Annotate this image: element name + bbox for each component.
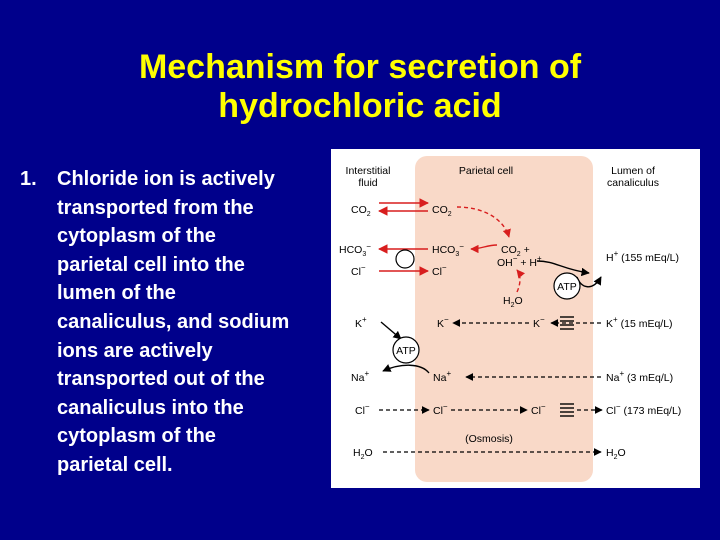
list-line: parietal cell into the (57, 251, 372, 280)
label-atp-basolateral: ATP (396, 345, 416, 357)
label-cl2-interstitial: Cl− (355, 402, 370, 417)
label-atp-apical: ATP (557, 281, 577, 293)
label-co2-interstitial: CO2 (351, 204, 371, 218)
hcl-secretion-diagram: Interstitial fluid Parietal cell Lumen o… (331, 149, 700, 488)
list-line: ions are actively (57, 337, 372, 366)
exchanger-carrier-icon (396, 250, 414, 268)
list-line: parietal cell. (57, 451, 372, 480)
label-k-lumen: K+ (15 mEq/L) (606, 315, 673, 330)
label-reaction-line2: OH− + H+ (497, 254, 542, 269)
list-line: canaliculus, and sodium (57, 308, 372, 337)
list-line: transported from the (57, 194, 372, 223)
label-na-interstitial: Na+ (351, 369, 369, 384)
list-line: Chloride ion is actively (57, 165, 372, 194)
numbered-list-item: 1. Chloride ion is actively transported … (20, 165, 335, 480)
label-h2o-lumen: H2O (606, 447, 626, 461)
label-cl-interstitial: Cl− (351, 263, 366, 278)
list-number: 1. (20, 165, 37, 194)
list-line: lumen of the (57, 279, 372, 308)
label-h-lumen: H+ (155 mEq/L) (606, 249, 679, 264)
header-lumen-line1: Lumen of (611, 165, 655, 177)
label-hco3-interstitial: HCO3− (339, 242, 371, 258)
header-interstitial-line2: fluid (358, 177, 377, 189)
arrow-k-to-atpase (381, 322, 401, 339)
list-line: transported out of the (57, 365, 372, 394)
diagram-svg: Interstitial fluid Parietal cell Lumen o… (331, 149, 700, 488)
list-line: cytoplasm of the (57, 422, 372, 451)
label-osmosis: (Osmosis) (465, 433, 513, 445)
list-line: canaliculus into the (57, 394, 372, 423)
title-line-1: Mechanism for secretion of (0, 48, 720, 87)
label-h2o-interstitial: H2O (353, 447, 373, 461)
slide-title: Mechanism for secretion of hydrochloric … (0, 48, 720, 126)
title-line-2: hydrochloric acid (0, 87, 720, 126)
list-line: cytoplasm of the (57, 222, 372, 251)
header-parietal-cell: Parietal cell (459, 165, 513, 177)
header-interstitial-line1: Interstitial (346, 165, 391, 177)
label-cl-lumen: Cl− (173 mEq/L) (606, 402, 681, 417)
label-k-interstitial: K+ (355, 315, 367, 330)
label-na-lumen: Na+ (3 mEq/L) (606, 369, 673, 384)
header-lumen-line2: canaliculus (607, 177, 659, 189)
